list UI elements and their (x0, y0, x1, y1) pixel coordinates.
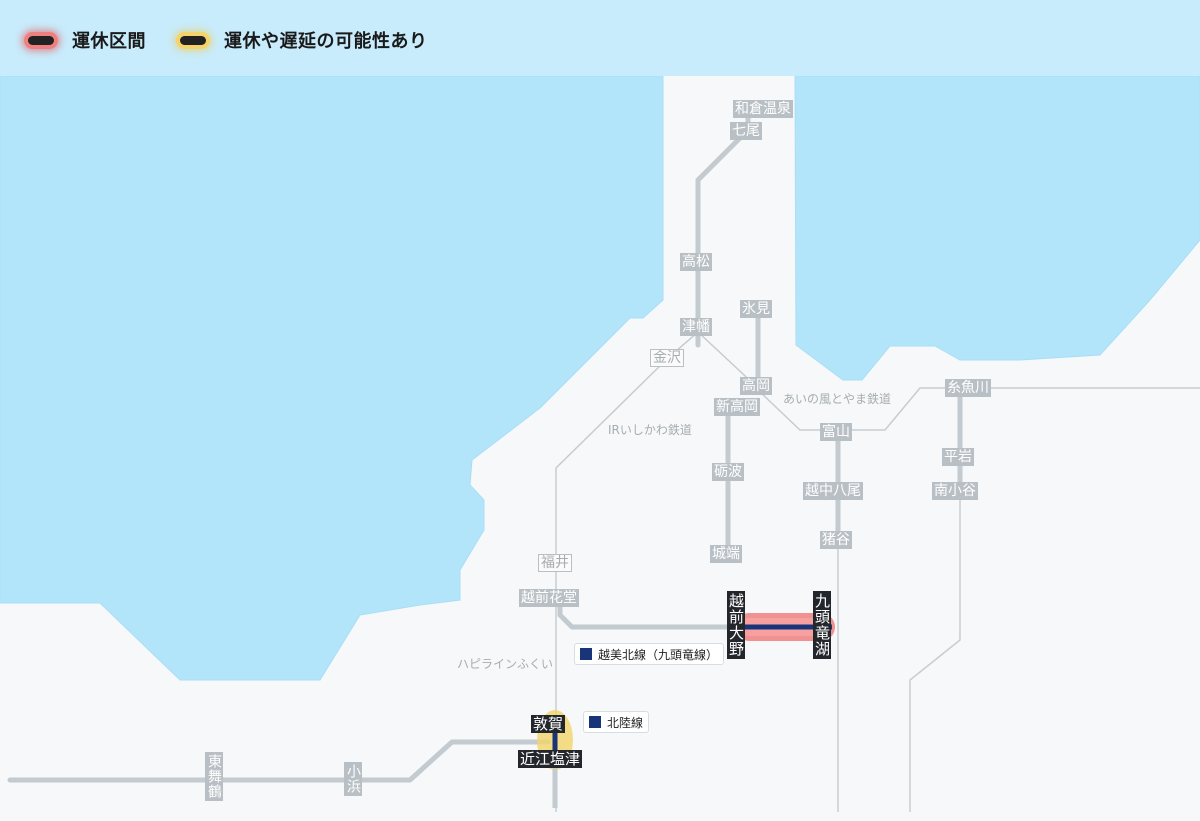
line-name-ainokaze: あいの風とやま鉄道 (783, 392, 892, 406)
station-hiraiwa[interactable]: 平岩 (942, 448, 974, 466)
route-legend-hokuriku[interactable]: 北陸線 (583, 711, 650, 733)
station-inotani[interactable]: 猪谷 (820, 531, 852, 549)
route-legend-hokuriku-label: 北陸線 (607, 715, 644, 730)
legend-delay-swatch (180, 35, 206, 45)
station-kuzuryuko[interactable]: 九頭竜湖 (813, 591, 831, 659)
sea-west (0, 75, 664, 681)
sea-toyama-bay (794, 75, 1200, 381)
route-legend-etsumi-swatch (580, 648, 592, 660)
station-wakura[interactable]: 和倉温泉 (733, 100, 793, 118)
station-tsubata[interactable]: 津幡 (680, 318, 712, 336)
route-legend-etsumi[interactable]: 越美北線（九頭竜線） (574, 643, 725, 665)
station-omi-shiotsu[interactable]: 近江塩津 (518, 750, 583, 768)
station-takaoka[interactable]: 高岡 (740, 377, 772, 395)
station-takamatsu[interactable]: 高松 (680, 253, 712, 271)
station-higashi-maizuru[interactable]: 東舞鶴 (205, 752, 223, 801)
station-tonami[interactable]: 砺波 (712, 463, 744, 481)
legend-delay: 運休や遅延の可能性あり (180, 26, 428, 54)
route-legend-hokuriku-swatch (589, 716, 601, 728)
legend-delay-label: 運休や遅延の可能性あり (224, 31, 428, 52)
station-echizen-hanando[interactable]: 越前花堂 (519, 589, 579, 607)
station-shin-takaoka[interactable]: 新高岡 (714, 398, 760, 416)
legend-suspended-label: 運休区間 (72, 31, 146, 52)
legend-bar: 運休区間 運休や遅延の可能性あり (0, 0, 1200, 76)
legend-suspended: 運休区間 (28, 26, 146, 54)
station-toyama[interactable]: 富山 (820, 423, 852, 441)
station-himi[interactable]: 氷見 (740, 300, 772, 318)
station-nanao[interactable]: 七尾 (730, 122, 762, 140)
station-johana[interactable]: 城端 (710, 545, 742, 563)
station-obama[interactable]: 小浜 (344, 762, 362, 796)
route-legend-etsumi-label: 越美北線（九頭竜線） (598, 647, 719, 662)
station-fukui[interactable]: 福井 (538, 554, 572, 572)
station-minami-otari[interactable]: 南小谷 (932, 482, 978, 500)
line-name-ir-ishikawa: IRいしかわ鉄道 (608, 423, 692, 437)
station-tsuruga[interactable]: 敦賀 (531, 715, 566, 733)
station-itoigawa[interactable]: 糸魚川 (945, 379, 991, 397)
station-kanazawa[interactable]: 金沢 (650, 349, 684, 367)
line-name-hapiline: ハピラインふくい (457, 657, 554, 671)
legend-suspended-swatch (28, 35, 54, 45)
station-etchu-yatsuo[interactable]: 越中八尾 (803, 482, 863, 500)
station-echizen-ono[interactable]: 越前大野 (727, 591, 745, 659)
